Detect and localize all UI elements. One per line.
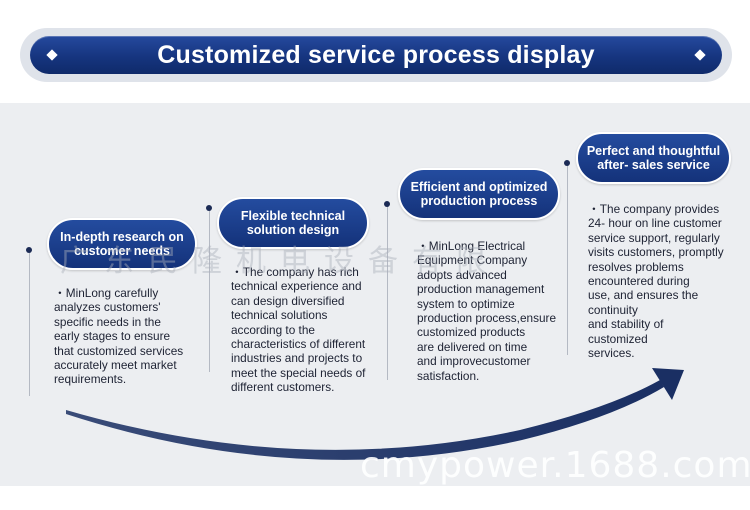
step-3-description: ・MinLong Electrical Equipment Company ad… [417, 239, 557, 383]
page-title: Customized service process display [157, 41, 595, 69]
site-watermark: cmypower.1688.com [360, 445, 750, 486]
step-4-dot [564, 160, 570, 166]
step-3-pill: Efficient and optimized production proce… [398, 168, 560, 220]
step-2-description: ・The company has rich technical experien… [231, 265, 366, 395]
company-watermark: 广东民隆机电设备有限 [60, 244, 500, 279]
step-1-dot [26, 247, 32, 253]
step-3-line [387, 205, 388, 380]
step-1-description: ・MinLong carefully analyzes customers' s… [54, 286, 184, 387]
step-4-line [567, 165, 568, 355]
step-4-description: ・The company provides 24- hour on line c… [588, 202, 724, 361]
step-2-line [209, 210, 210, 372]
step-3-dot [384, 201, 390, 207]
step-1-pill: In-depth research on customer needs [47, 218, 197, 270]
title-banner: Customized service process display [30, 36, 722, 74]
step-4-pill: Perfect and thoughtful after- sales serv… [576, 132, 731, 184]
step-2-pill: Flexible technical solution design [217, 197, 369, 249]
step-2-dot [206, 205, 212, 211]
step-1-line [29, 248, 30, 396]
